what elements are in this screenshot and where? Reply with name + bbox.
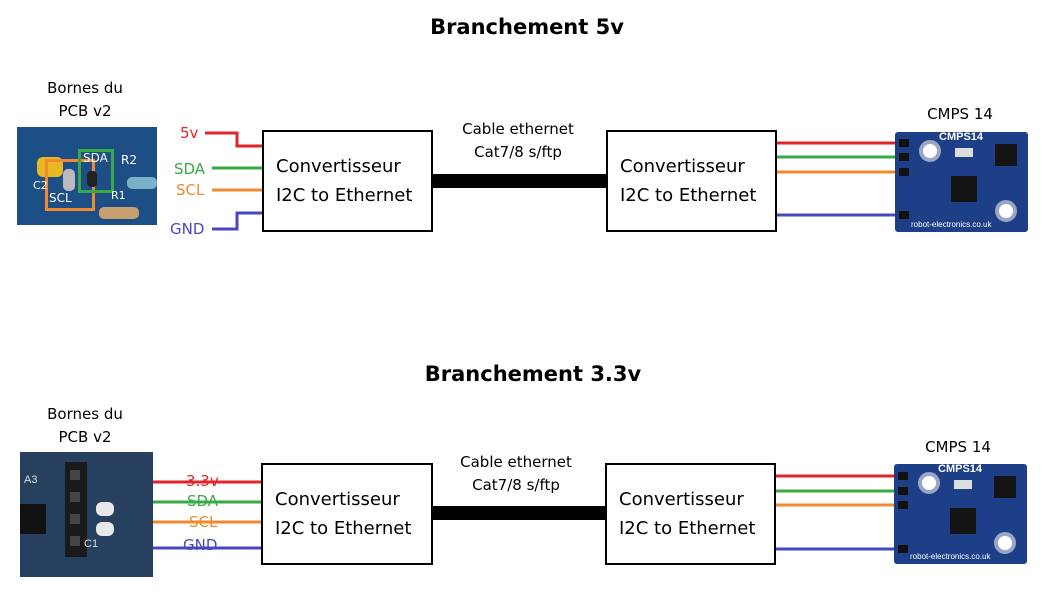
regulator-chip xyxy=(994,476,1016,498)
converter-line2: I2C to Ethernet xyxy=(276,185,413,206)
converter-left-5v: Convertisseur I2C to Ethernet xyxy=(262,130,433,232)
mount-hole xyxy=(994,532,1016,554)
wire-label-scl: SCL xyxy=(176,181,205,199)
cable-label-line1: Cable ethernet xyxy=(460,453,572,471)
wire-label-5v: 5v xyxy=(180,124,199,142)
pcb-mark-c1: C1 xyxy=(84,538,99,550)
cmps14-board-3v3: CMPS14 robot-electronics.co.uk xyxy=(894,464,1027,564)
pcb-mark-a3: A3 xyxy=(24,474,38,486)
converter-right-5v: Convertisseur I2C to Ethernet xyxy=(606,130,777,232)
cable-label-5v: Cable ethernet Cat7/8 s/ftp xyxy=(433,118,603,164)
wire-label-gnd: GND xyxy=(170,220,205,238)
cmps14-board-5v: CMPS14 robot-electronics.co.uk xyxy=(895,132,1028,232)
mount-hole xyxy=(995,200,1017,222)
converter-line1: Convertisseur xyxy=(620,156,745,177)
pcb-label-line2: PCB v2 xyxy=(58,102,112,120)
converter-left-3v3: Convertisseur I2C to Ethernet xyxy=(261,463,433,565)
wire-5v xyxy=(205,131,262,148)
cable-label-line2: Cat7/8 s/ftp xyxy=(472,476,560,494)
ethernet-cable-3v3 xyxy=(433,506,605,520)
title-3v3: Branchement 3.3v xyxy=(424,362,642,386)
module-label-5v: CMPS 14 xyxy=(927,105,993,123)
sensor-chip xyxy=(950,508,976,534)
ethernet-cable-5v xyxy=(433,174,606,188)
module-url: robot-electronics.co.uk xyxy=(910,552,991,561)
module-label-3v3: CMPS 14 xyxy=(925,438,991,456)
pcb-mark-r1: R1 xyxy=(111,189,126,202)
mount-hole xyxy=(919,140,941,162)
pcb-photo-5v: SDA R2 C2 SCL R1 xyxy=(17,127,157,225)
regulator-chip xyxy=(995,144,1017,166)
pcb-mark-scl: SCL xyxy=(49,191,72,205)
cable-label-line1: Cable ethernet xyxy=(462,120,574,138)
converter-line1: Convertisseur xyxy=(619,489,744,510)
converter-line1: Convertisseur xyxy=(276,156,401,177)
wire-label-3v3: 3.3v xyxy=(186,472,219,490)
pcb-photo-3v3: A3 C1 xyxy=(20,452,153,577)
converter-line2: I2C to Ethernet xyxy=(620,185,757,206)
wire-gnd xyxy=(212,211,262,231)
module-url: robot-electronics.co.uk xyxy=(911,220,992,229)
cable-label-3v3: Cable ethernet Cat7/8 s/ftp xyxy=(431,451,601,497)
pcb-mark-sda: SDA xyxy=(83,151,108,165)
module-text: CMPS14 xyxy=(939,132,984,143)
module-text: CMPS14 xyxy=(938,464,983,475)
pcb-label-5v: Bornes du PCB v2 xyxy=(30,77,140,123)
title-5v: Branchement 5v xyxy=(430,15,624,39)
mount-hole xyxy=(918,472,940,494)
cable-label-line2: Cat7/8 s/ftp xyxy=(474,143,562,161)
pcb-label-line2: PCB v2 xyxy=(58,428,112,446)
wire-label-sda-2: SDA xyxy=(187,492,219,510)
wire-label-scl-2: SCL xyxy=(189,513,218,531)
sensor-chip xyxy=(951,176,977,202)
wire-label-sda: SDA xyxy=(174,160,206,178)
pcb-mark-c2: C2 xyxy=(33,179,48,192)
converter-right-3v3: Convertisseur I2C to Ethernet xyxy=(605,463,776,565)
converter-line2: I2C to Ethernet xyxy=(619,518,756,539)
pcb-label-3v3: Bornes du PCB v2 xyxy=(30,403,140,449)
pcb-label-line1: Bornes du xyxy=(47,79,123,97)
converter-line2: I2C to Ethernet xyxy=(275,518,412,539)
converter-line1: Convertisseur xyxy=(275,489,400,510)
pcb-label-line1: Bornes du xyxy=(47,405,123,423)
pcb-mark-r2: R2 xyxy=(121,153,137,167)
wire-label-gnd-2: GND xyxy=(183,536,218,554)
